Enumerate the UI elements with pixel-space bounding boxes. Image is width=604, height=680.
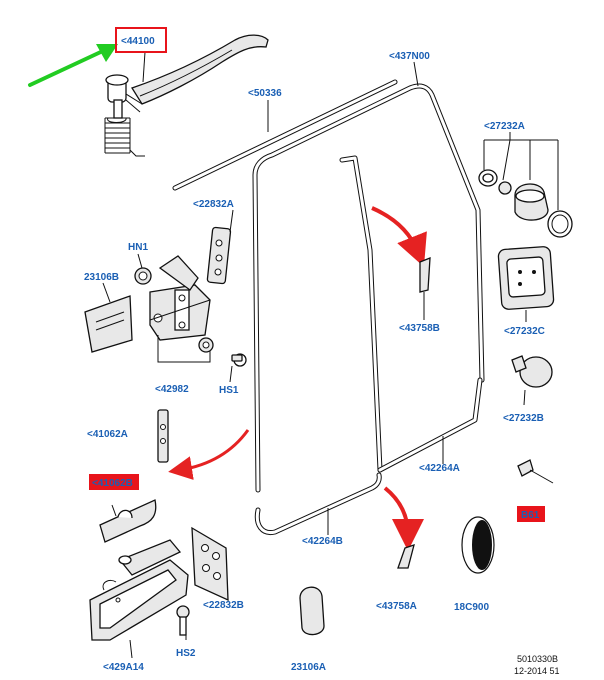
label-23106A[interactable]: 23106A: [291, 662, 326, 673]
label-43758B[interactable]: <43758B: [399, 323, 440, 334]
label-B61[interactable]: B61: [521, 510, 540, 521]
highlight-box-B61: [517, 506, 545, 522]
plug-27232B: [511, 355, 553, 406]
handle-spring: [104, 117, 145, 157]
bracket-43758A: [397, 544, 415, 569]
pad-27232C: [497, 246, 555, 322]
green-pointer-arrow: [28, 44, 118, 87]
nut-HN1: [134, 253, 152, 285]
red-arrow-left: [168, 429, 250, 480]
disc-18C900: [461, 516, 495, 574]
label-41062B[interactable]: <41062B: [92, 478, 133, 489]
label-27232B[interactable]: <27232B: [503, 413, 544, 424]
label-HS1[interactable]: HS1: [219, 385, 239, 396]
label-42264B[interactable]: <42264B: [302, 536, 343, 547]
label-18C900[interactable]: 18C900: [454, 602, 489, 613]
lower-hinge-429A14: [89, 526, 229, 641]
label-429A14[interactable]: <429A14: [103, 662, 144, 673]
footer-date: 12-2014 51: [514, 666, 560, 676]
label-22832B[interactable]: <22832B: [203, 600, 244, 611]
clip-B61: [517, 459, 554, 484]
bracket-43758B: [419, 257, 431, 320]
bracket-41062B: [99, 499, 157, 543]
label-42982[interactable]: <42982: [155, 384, 189, 395]
strap-41062A: [157, 409, 169, 463]
lower-seal-42264B: [254, 472, 382, 536]
seal-strip-50336: [172, 79, 398, 191]
label-44100[interactable]: <44100: [121, 36, 155, 47]
label-43758A[interactable]: <43758A: [376, 601, 417, 612]
label-50336[interactable]: <50336: [248, 88, 282, 99]
weatherstrip-437N00: [252, 83, 485, 493]
label-23106B[interactable]: 23106B: [84, 272, 119, 283]
label-41062A[interactable]: <41062A: [87, 429, 128, 440]
label-27232C[interactable]: <27232C: [504, 326, 545, 337]
label-HS2[interactable]: HS2: [176, 648, 196, 659]
upper-hinge-42982: [149, 226, 232, 363]
footer-code: 5010330B: [517, 654, 558, 664]
outer-handle-44100: [104, 34, 269, 157]
label-HN1[interactable]: HN1: [128, 242, 148, 253]
label-22832A[interactable]: <22832A: [193, 199, 234, 210]
red-arrow-upper: [371, 206, 427, 267]
label-437N00[interactable]: <437N00: [389, 51, 430, 62]
cap-23106A: [299, 586, 325, 636]
highlight-box-41062B: [89, 474, 139, 490]
bolt-HS2: [176, 605, 190, 640]
inner-seal-strip: [339, 155, 483, 473]
cover-23106B: [84, 282, 133, 353]
label-42264A[interactable]: <42264A: [419, 463, 460, 474]
label-27232A[interactable]: <27232A: [484, 121, 525, 132]
grommet-set-27232A: [478, 132, 573, 238]
red-arrow-lower: [383, 486, 424, 551]
highlight-box-44100: [115, 27, 167, 53]
hinge-bolt-HS1: [198, 337, 247, 383]
